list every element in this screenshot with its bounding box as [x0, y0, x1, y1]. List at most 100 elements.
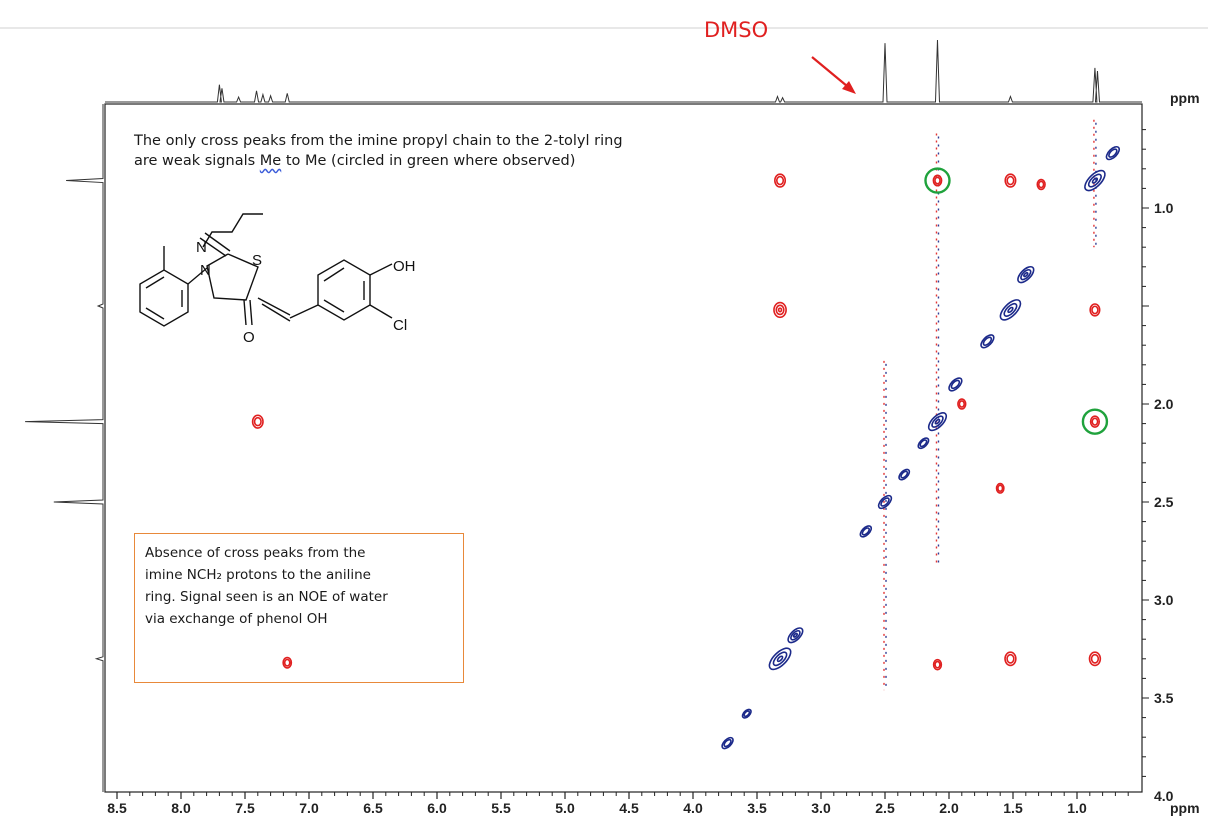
diagonal-peak-contour [1017, 265, 1035, 284]
cross-peak-contour [1091, 305, 1099, 315]
annotation-top: The only cross peaks from the imine prop… [134, 131, 734, 171]
x-tick-label: 4.0 [683, 800, 703, 816]
diagonal-peak-contour [723, 738, 732, 748]
cross-peak-contour [1036, 178, 1046, 191]
diagonal-peak [741, 708, 752, 719]
diagonal-peak-contour [898, 468, 911, 481]
diagonal-peak-contour [950, 379, 961, 390]
y-axis-label: ppm [1170, 90, 1200, 106]
highlight-circle [1081, 408, 1109, 435]
cross-peak [282, 656, 293, 669]
diagonal-peak [927, 412, 948, 432]
y-tick-label: 3.5 [1154, 690, 1174, 706]
cross-peak [1004, 173, 1017, 188]
carbonyl-o-label: O [243, 329, 255, 346]
cross-peak [1089, 303, 1101, 317]
diagonal-peak [768, 647, 792, 671]
annotation-top-line2-post: to Me (circled in green where observed) [281, 153, 576, 169]
annotation-top-line1: The only cross peaks from the imine prop… [134, 133, 623, 149]
cross-peak [957, 398, 967, 410]
cross-peak-contour [776, 175, 785, 186]
x-tick-label: 5.0 [555, 800, 575, 816]
diagonal-peak-contour [919, 439, 928, 448]
plot-frame [104, 103, 1143, 793]
dmso-arrowhead [842, 81, 856, 94]
cross-peak-contour [253, 416, 262, 427]
cross-peak-contour [283, 658, 291, 667]
hydroxyl-label: OH [393, 258, 416, 275]
annotation-top-line2-me: Me [259, 153, 282, 169]
highlight-circle [924, 167, 951, 194]
diagonal-peak-contour [980, 334, 995, 349]
cross-peak-contour [1004, 651, 1017, 667]
annotation-box-line4: via exchange of phenol OH [145, 611, 328, 627]
cross-peak-contour [1089, 303, 1101, 317]
peak-layer [251, 145, 1120, 750]
y-tick-label: 2.5 [1154, 494, 1174, 510]
cross-peak-contour [775, 304, 785, 316]
diagonal-peak-contour [859, 525, 873, 538]
diagonal-peak-contour [900, 470, 909, 479]
diagonal-peak [999, 299, 1022, 321]
diagonal-peak-contour [1007, 306, 1014, 314]
sulfur-label: S [252, 252, 262, 269]
cross-peak [932, 658, 943, 671]
left-projection [25, 104, 104, 792]
cross-peak-contour [1088, 651, 1102, 667]
y-tick-label: 3.0 [1154, 592, 1174, 608]
annotation-top-line2-pre: are weak signals [134, 153, 260, 169]
diagonal-peak-contour [772, 651, 788, 667]
diagonal-peak-contour [721, 736, 734, 750]
x-tick-label: 1.5 [1003, 800, 1023, 816]
cross-peak-contour [995, 482, 1005, 494]
cross-peak [1004, 651, 1017, 667]
diagonal-peak [1105, 145, 1120, 161]
diagonal-peak-contour [792, 632, 798, 638]
x-tick-label: 3.5 [747, 800, 767, 816]
x-tick-label: 3.0 [811, 800, 831, 816]
y-tick-label: 2.0 [1154, 396, 1174, 412]
cross-peak-contour [774, 173, 787, 188]
cross-peak-contour [1004, 173, 1017, 188]
ring-n-label: N [200, 262, 211, 279]
diagonal-peak-contour [790, 629, 801, 641]
diagonal-peak [877, 494, 893, 510]
x-tick-label: 7.5 [235, 800, 255, 816]
cross-peak-contour [1006, 653, 1015, 664]
x-axis-label: ppm [1170, 800, 1200, 816]
y-tick-label: 1.0 [1154, 200, 1174, 216]
diagonal-peak-contour [931, 415, 944, 428]
diagonal-peak-contour [1091, 177, 1099, 184]
diagonal-peak [917, 437, 930, 450]
diagonal-peak [1084, 169, 1106, 192]
diagonal-peak-contour [880, 497, 890, 507]
diagonal-peak [1017, 265, 1035, 284]
streak-layer [883, 119, 1097, 691]
x-tick-label: 8.0 [171, 800, 191, 816]
diagonal-peak-contour [776, 655, 784, 663]
diagonal-peak-contour [877, 494, 893, 510]
diagonal-peak-contour [1087, 173, 1102, 188]
annotation-box-line3: ring. Signal seen is an NOE of water [145, 589, 388, 605]
diagonal-peak [898, 468, 911, 481]
cross-peak-contour [1037, 180, 1045, 189]
diagonal-peak [787, 627, 804, 644]
x-tick-label: 2.0 [939, 800, 959, 816]
diagonal-peak-contour [741, 708, 752, 719]
diagonal-peak-contour [1020, 268, 1032, 281]
diagonal-peak-contour [1023, 271, 1029, 278]
x-tick-label: 8.5 [107, 800, 127, 816]
diagonal-peak-contour [787, 627, 804, 644]
y-axis: 1.02.02.53.03.54.0 [1142, 129, 1174, 804]
diagonal-peak [980, 334, 995, 349]
cross-peak [1089, 415, 1101, 428]
cross-peak-contour [251, 414, 264, 429]
annotation-top-line2: are weak signals Me to Me (circled in gr… [134, 151, 734, 171]
diagonal-peak-contour [768, 647, 792, 671]
cross-peak [774, 173, 787, 188]
cross-peak-contour [932, 658, 943, 671]
x-tick-label: 6.5 [363, 800, 383, 816]
cross-peak [932, 174, 943, 187]
